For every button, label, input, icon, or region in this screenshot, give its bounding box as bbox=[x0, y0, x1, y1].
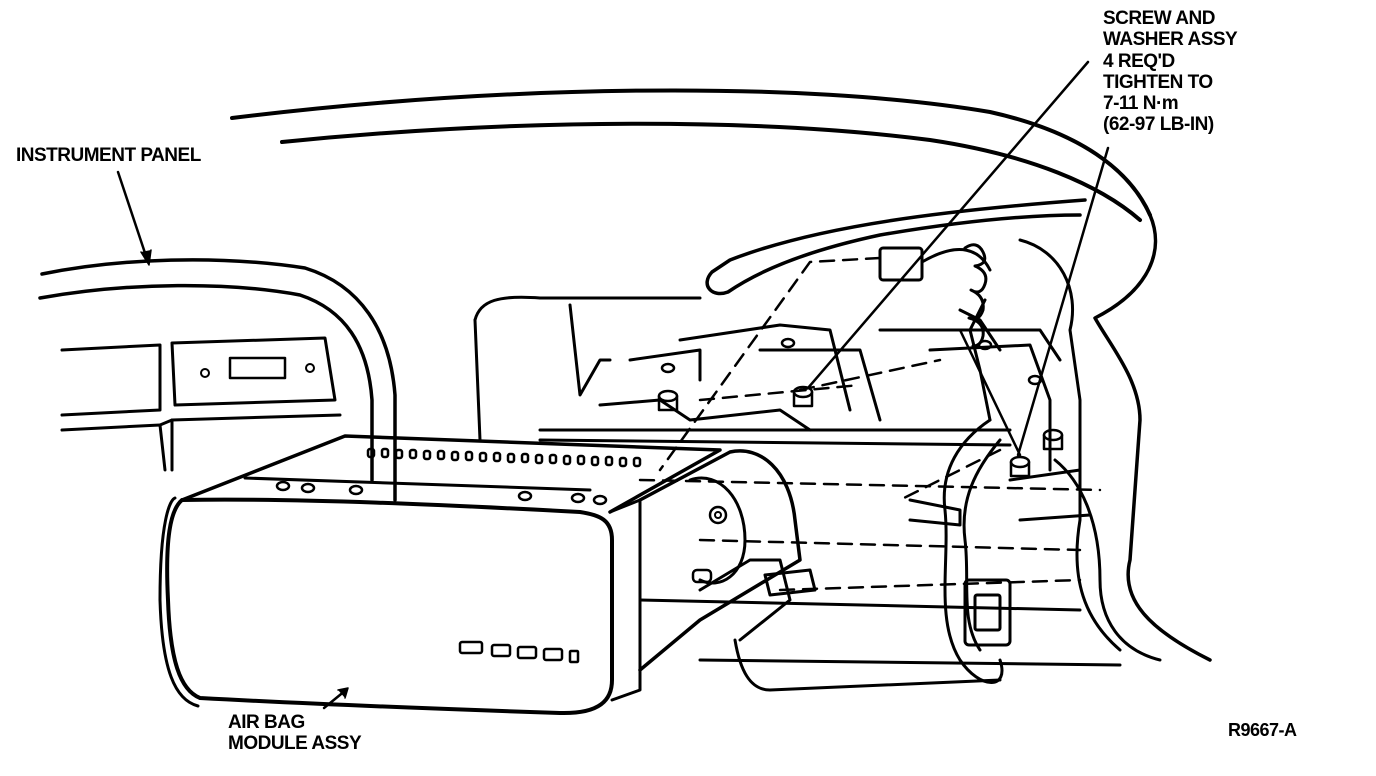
airbag-emblem bbox=[458, 640, 580, 664]
leader-instrument-panel bbox=[116, 170, 150, 264]
airbag-rivets bbox=[275, 480, 608, 506]
leader-instrument-panel-arrow bbox=[140, 249, 152, 266]
leader-airbag-arrow bbox=[337, 687, 349, 699]
figure-reference-code: R9667-A bbox=[1228, 720, 1297, 740]
dashboard-top-outline bbox=[230, 88, 1152, 222]
airbag-top-surface bbox=[180, 434, 722, 514]
stud-2 bbox=[780, 337, 814, 408]
screw-line-3: 4 REQ'D bbox=[1103, 50, 1175, 72]
wiring-harness bbox=[908, 418, 1012, 684]
leader-screw-2b bbox=[958, 328, 1022, 457]
instrument-panel-label: INSTRUMENT PANEL bbox=[16, 145, 201, 166]
top-connector-and-coil bbox=[878, 243, 992, 422]
stud-1 bbox=[657, 362, 679, 412]
instrument-cluster bbox=[38, 258, 397, 502]
airbag-module-callout: AIR BAG MODULE ASSY bbox=[228, 712, 362, 755]
mounting-studs bbox=[657, 337, 1064, 478]
leader-lines bbox=[116, 60, 1110, 710]
airbag-line-2: MODULE ASSY bbox=[228, 733, 362, 755]
airbag-line-1: AIR BAG bbox=[228, 712, 305, 733]
airbag-module bbox=[158, 434, 1002, 716]
screw-line-1: SCREW AND bbox=[1103, 8, 1215, 29]
screw-line-6: (62-97 LB-IN) bbox=[1103, 114, 1214, 136]
screw-line-5: 7-11 N·m bbox=[1103, 93, 1179, 115]
screw-line-2: WASHER ASSY bbox=[1103, 29, 1238, 51]
screw-washer-callout: SCREW AND WASHER ASSY 4 REQ'D TIGHTEN TO… bbox=[1103, 8, 1238, 136]
leader-screw-2 bbox=[1016, 146, 1110, 457]
dash-passenger-outline bbox=[705, 198, 1212, 662]
airbag-cover bbox=[165, 497, 614, 716]
mounting-bracket-structure bbox=[473, 295, 1122, 667]
leader-screw-1 bbox=[806, 60, 1090, 390]
screw-line-4: TIGHTEN TO bbox=[1103, 71, 1213, 93]
airbag-vent-slots bbox=[366, 447, 642, 468]
hidden-lines bbox=[638, 256, 1102, 592]
